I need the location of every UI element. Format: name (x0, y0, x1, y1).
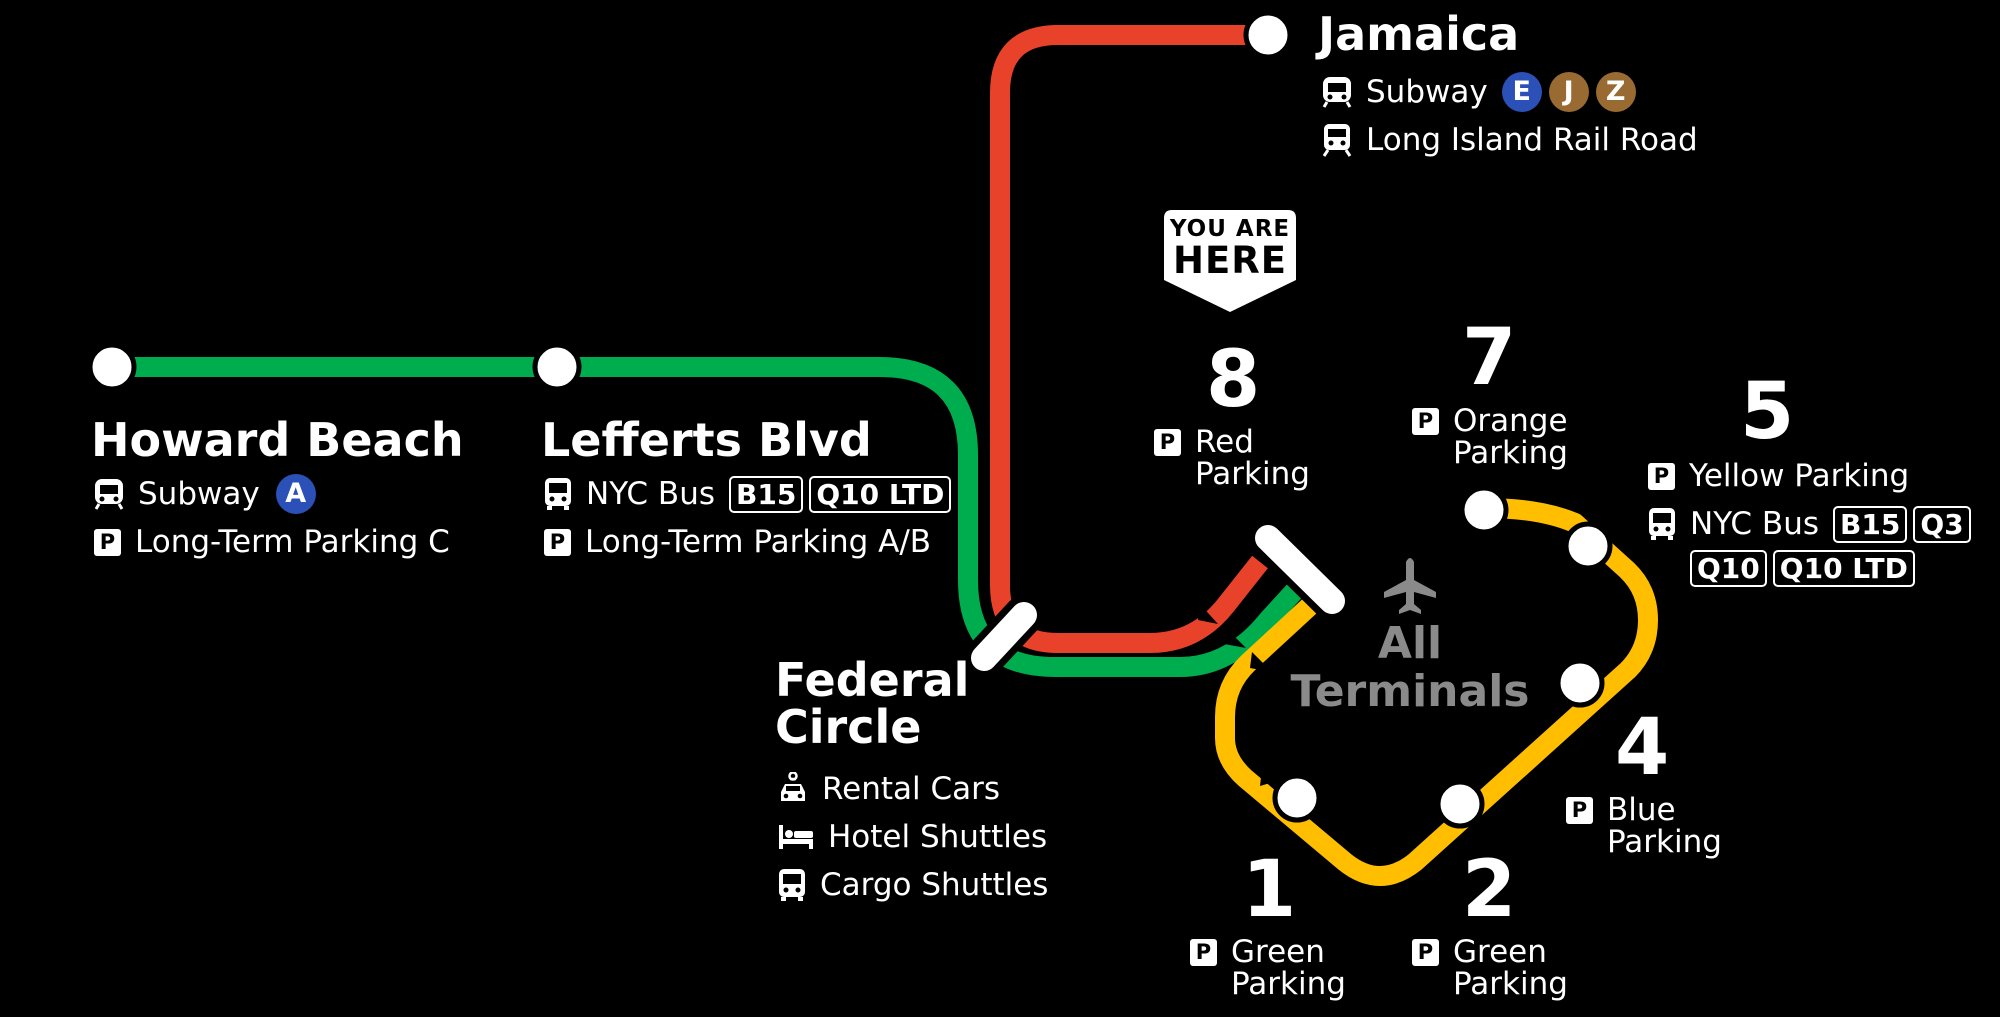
station-terminal-7[interactable] (1459, 485, 1509, 535)
jamaica-lirr-row: Long Island Rail Road (1322, 116, 1698, 164)
station-jamaica[interactable] (1243, 10, 1293, 60)
parking-icon: P (1412, 408, 1439, 435)
subway-bullet-z: Z (1595, 72, 1636, 112)
station-terminal-2[interactable] (1435, 779, 1485, 829)
parking-icon: P (1412, 939, 1439, 966)
howard-beach-subway-row: Subway A (94, 470, 450, 518)
bus-route-badge: B15 (1833, 505, 1908, 543)
federal-circle-cargo-row: Cargo Shuttles (778, 861, 1048, 909)
bus-route-badge: Q10 LTD (1772, 549, 1915, 587)
jamaica-name: Jamaica (1318, 7, 1520, 61)
hotel-bed-icon (778, 823, 814, 851)
green-arrow (1224, 628, 1246, 648)
federal-circle-name-line2: Circle (775, 700, 922, 754)
jamaica-services: Subway E J Z Long Island Rail Road (1322, 68, 1698, 164)
terminal-7-number: 7 (1462, 313, 1517, 403)
terminal-5-bus-row: NYC Bus B15 Q3 (1648, 500, 1971, 548)
subway-bullet-a: A (275, 474, 316, 514)
jamaica-subway-row: Subway E J Z (1322, 68, 1698, 116)
train-icon (1322, 123, 1352, 157)
parking-icon: P (1154, 429, 1181, 456)
subway-bullet-j: J (1548, 72, 1589, 112)
federal-circle-rental-row: Rental Cars (778, 765, 1048, 813)
rental-car-icon (778, 772, 808, 806)
federal-circle-name-line1: Federal (775, 653, 970, 707)
howard-beach-services: Subway A P Long-Term Parking C (94, 470, 450, 566)
subway-icon (94, 478, 124, 510)
terminal-1-number: 1 (1242, 845, 1297, 935)
parking-icon: P (544, 528, 571, 556)
terminal-5-bus-row-2: Q10 Q10 LTD (1648, 548, 1971, 588)
terminal-8-number: 8 (1206, 335, 1261, 425)
subway-bullet-e: E (1501, 72, 1542, 112)
howard-beach-parking-row: P Long-Term Parking C (94, 518, 450, 566)
bus-icon (544, 477, 572, 511)
parking-icon: P (1648, 462, 1675, 490)
station-terminal-5[interactable] (1563, 521, 1613, 571)
parking-icon: P (1566, 797, 1593, 824)
terminal-5-services: P Yellow Parking NYC Bus B15 Q3 Q10 Q10 … (1648, 452, 1971, 588)
lefferts-name: Lefferts Blvd (541, 413, 872, 467)
terminal-5-parking-row: P Yellow Parking (1648, 452, 1971, 500)
bus-route-badge: Q10 LTD (809, 475, 952, 513)
lefferts-services: NYC Bus B15 Q10 LTD P Long-Term Parking … (544, 470, 952, 566)
you-are-here-marker (1164, 210, 1296, 312)
lefferts-bus-row: NYC Bus B15 Q10 LTD (544, 470, 952, 518)
parking-icon: P (94, 528, 121, 556)
you-are-here-line2: HERE (1172, 239, 1287, 282)
parking-icon: P (1190, 939, 1217, 966)
howard-beach-name: Howard Beach (91, 413, 464, 467)
terminal-2-number: 2 (1462, 845, 1517, 935)
bus-route-badge: Q10 (1690, 549, 1767, 587)
subway-icon (1322, 76, 1352, 108)
you-are-here-line1: YOU ARE (1169, 216, 1291, 242)
airplane-icon (1384, 558, 1436, 614)
bus-route-badge: Q3 (1913, 505, 1971, 543)
station-lefferts[interactable] (532, 342, 582, 392)
bus-route-badge: B15 (729, 475, 804, 513)
federal-circle-services: Rental Cars Hotel Shuttles Cargo Shuttle… (778, 765, 1048, 909)
station-terminal-1[interactable] (1272, 773, 1322, 823)
lefferts-parking-row: P Long-Term Parking A/B (544, 518, 951, 566)
bus-icon (1648, 507, 1676, 541)
all-terminals-label: All Terminals (1290, 618, 1530, 717)
terminal-5-number: 5 (1740, 367, 1795, 457)
federal-circle-hotel-row: Hotel Shuttles (778, 813, 1048, 861)
station-howard-beach[interactable] (87, 342, 137, 392)
yellow-loop (1215, 498, 1658, 886)
station-terminal-4[interactable] (1555, 658, 1605, 708)
yellow-arrow-lower (1260, 768, 1280, 786)
yellow-arrow (1250, 652, 1272, 672)
red-arrow (1198, 604, 1218, 624)
cargo-bus-icon (778, 868, 806, 902)
terminal-4-number: 4 (1615, 703, 1670, 793)
